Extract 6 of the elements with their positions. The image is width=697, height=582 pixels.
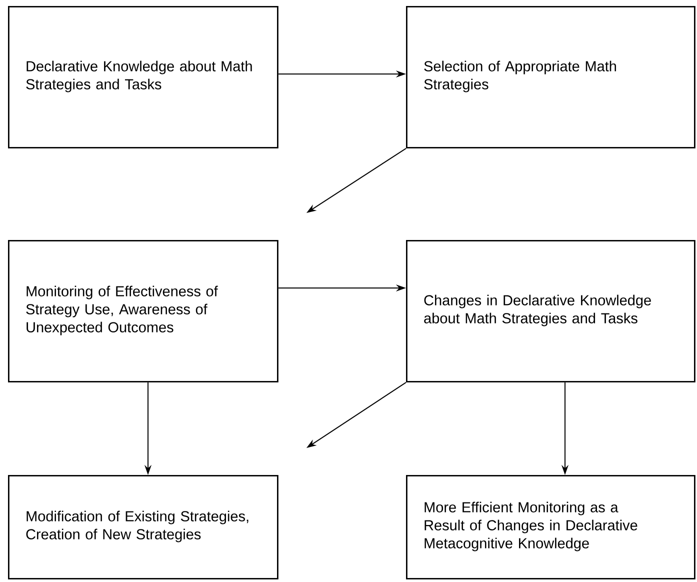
text-box: Selection of Appropriate Math Strategies: [406, 6, 696, 148]
text-box: Monitoring of Effectiveness of Strategy Use, Awareness of Unexpected Outcomes: [8, 240, 278, 382]
text-box: Declarative Knowledge about Math Strategies and Tasks: [8, 6, 278, 148]
text-box: Modification of Existing Strategies, Creation of New Strategies: [8, 475, 278, 580]
text-box: Changes in Declarative Knowledge about Math Strategies and Tasks: [406, 240, 696, 382]
text-box: More Efficient Monitoring as a Result of Changes in Declarative Metacognitive Knowledge: [406, 475, 696, 580]
